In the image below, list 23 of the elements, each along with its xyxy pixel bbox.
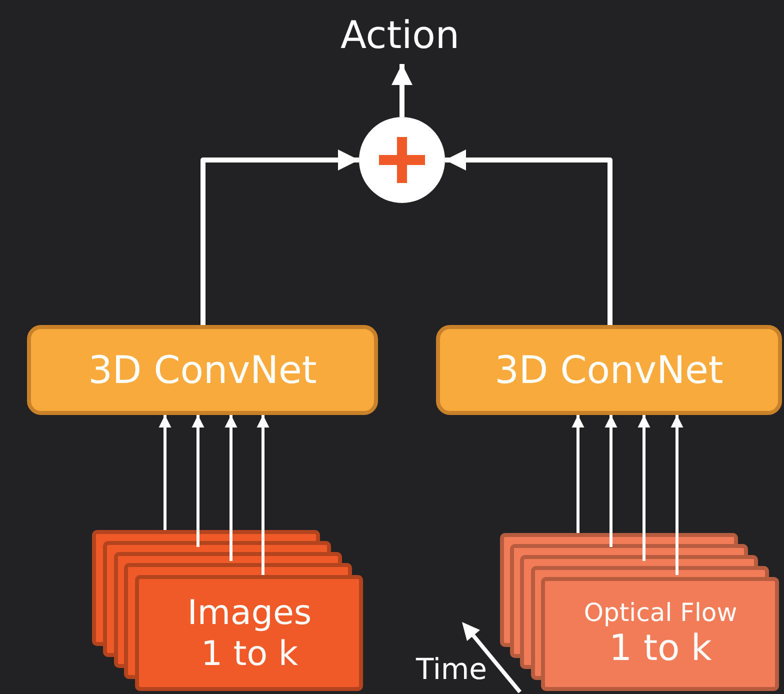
convnet-box [436, 325, 782, 415]
node-label: 3D ConvNet [88, 348, 317, 392]
arrow [200, 150, 359, 325]
node-label: 3D ConvNet [494, 348, 724, 392]
arrow [158, 415, 172, 530]
node-label: 1 to k [200, 634, 298, 674]
arrow [256, 415, 270, 575]
arrow [638, 415, 650, 561]
arrow [604, 415, 618, 547]
time-label: Time [416, 652, 487, 686]
convnet-box [27, 325, 378, 415]
arrow [392, 64, 412, 117]
node-label: Images [187, 592, 312, 634]
node-label: Action [340, 13, 460, 57]
flow-frame-stack [500, 533, 780, 691]
arrow [572, 415, 584, 533]
arrow [670, 415, 684, 575]
arrow [445, 150, 612, 325]
node-label: Optical Flow [584, 598, 738, 628]
image-frame-stack [92, 530, 364, 692]
node-label: 1 to k [609, 628, 712, 670]
arrow [192, 415, 204, 547]
arrow [224, 415, 238, 561]
